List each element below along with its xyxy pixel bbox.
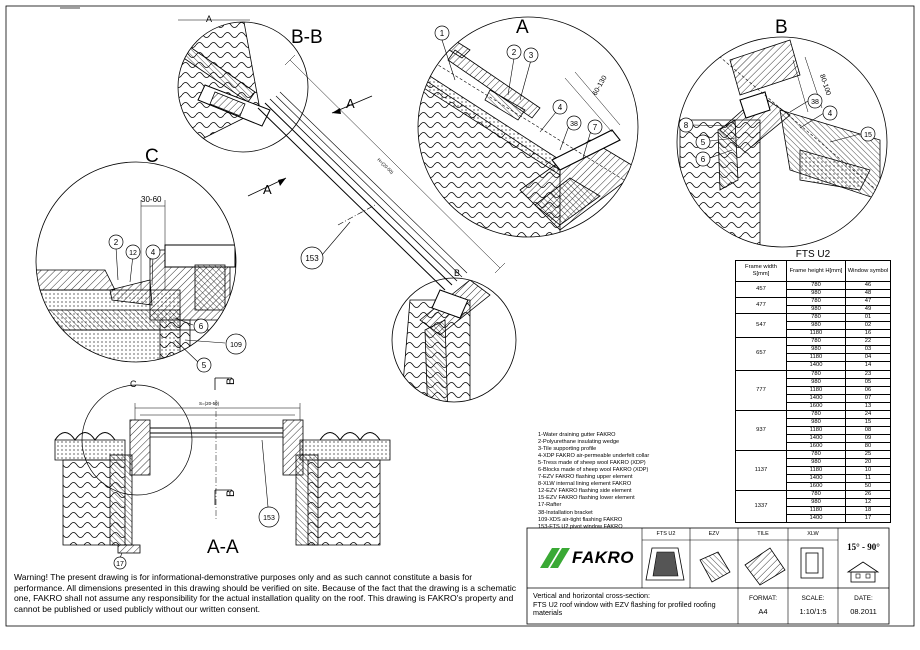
icon-label-tile: TILE [757, 531, 769, 537]
warning-text: Warning! The present drawing is for info… [14, 572, 517, 614]
section-aa-drawing [54, 377, 391, 559]
callout-b5: 5 [701, 138, 706, 147]
cut-c-marker: C [130, 379, 137, 389]
detail-a-drawing: 60-130 [417, 16, 639, 238]
icon-label-ezv: EZV [708, 531, 720, 537]
legend-item: 8-XLW internal lining element FAKRO [538, 481, 632, 488]
fakro-logo-mark [540, 548, 570, 568]
cell-frame-width: 547 [735, 313, 787, 339]
callouts-detail-a: 1 2 3 4 38 7 [434, 25, 603, 135]
callout-3: 3 [529, 51, 534, 60]
callout-7: 7 [593, 123, 598, 132]
section-bb-drawing: H=(20-50) [60, 7, 517, 403]
cut-a-top: A [346, 96, 355, 111]
table-header-row: Frame width S[mm] Frame height H[mm] Win… [735, 260, 891, 282]
legend-item: 12-EZV FAKRO flashing side element [538, 488, 632, 495]
title-aa: A-A [207, 537, 239, 558]
detail-b-marker: B [454, 268, 460, 278]
date-label: DATE: [854, 595, 873, 602]
callouts-section-aa: 153 17 [113, 506, 280, 570]
callouts-detail-b: 8 5 6 38 4 15 [678, 93, 876, 167]
title-c: C [145, 146, 159, 167]
date-value: 08.2011 [850, 607, 877, 616]
detail-c-drawing [35, 161, 237, 363]
callout-b6: 6 [701, 155, 706, 164]
legend-item: 109-XDS air-tight flashing FAKRO [538, 516, 623, 523]
callout-153-bb: 153 [305, 254, 319, 263]
legend-item: 153-FTS U2 pivot window FAKRO [538, 523, 623, 530]
legend-item: 38-Installation bracket [538, 509, 593, 516]
callout-c6: 6 [199, 322, 204, 331]
callouts-detail-c: 2 12 4 6 5 109 [108, 234, 247, 373]
drawing-description: Vertical and horizontal cross-section: F… [533, 591, 716, 618]
scale-value: 1:10/1:5 [799, 607, 827, 616]
detail-a-marker: A [206, 14, 212, 24]
page-border [5, 5, 915, 627]
callout-4: 4 [558, 103, 563, 112]
callout-38: 38 [570, 121, 578, 128]
lining-icon [800, 547, 824, 579]
format-value: A4 [758, 607, 768, 616]
icon-label-xlw: XLW [807, 531, 819, 537]
legend-item: 5-Tress made of sheep wool FAKRO (XDP) [538, 460, 646, 467]
scale-label: SCALE: [801, 595, 825, 602]
callout-b8: 8 [684, 121, 689, 130]
legend-item: 1-Water draining gutter FAKRO [538, 432, 616, 438]
legend-item: 3-Tile supporting profile [538, 446, 597, 453]
legend-item: 7-EZV FAKRO flashing upper element [538, 474, 633, 481]
legend-item: 15-EZV FAKRO flashing lower element [538, 495, 635, 502]
callout-b4: 4 [828, 109, 833, 118]
callout-c4: 4 [151, 248, 156, 257]
callout-1: 1 [440, 29, 445, 38]
window-size-table: Frame width S[mm] Frame height H[mm] Win… [735, 260, 891, 524]
fakro-logo-text: FAKRO [572, 548, 634, 567]
callout-153-aa: 153 [263, 515, 275, 522]
legend-item: 2-Polyurethane insulating wedge [538, 439, 620, 446]
callout-c109: 109 [230, 342, 242, 349]
callout-2: 2 [512, 48, 517, 57]
dim-30-60: 30-60 [141, 195, 162, 204]
tile-icon [744, 547, 786, 586]
cut-b-bottom: B [225, 490, 237, 497]
cut-b-top: B [225, 378, 237, 385]
icon-label-fts: FTS U2 [656, 531, 676, 537]
window-icon [645, 547, 685, 581]
format-label: FORMAT: [748, 595, 778, 602]
flashing-icon [699, 551, 731, 583]
legend-item: 4-XDP FAKRO air-permeable underfelt coll… [538, 453, 650, 460]
callout-17: 17 [116, 561, 124, 568]
title-bb: B-B [291, 27, 323, 48]
roof-angle-icon [846, 561, 880, 583]
cut-a-bottom: A [263, 182, 272, 197]
legend-item: 17-Rafter [538, 502, 562, 509]
legend-item: 6-Blocks made of sheep wool FAKRO (XDP) [538, 467, 649, 474]
cell-window-symbol: 17 [845, 514, 891, 524]
title-b: B [775, 17, 788, 38]
angle-range: 15° - 90° [847, 542, 880, 552]
callout-c5: 5 [202, 361, 207, 370]
title-a: A [516, 17, 529, 38]
callout-b15: 15 [864, 132, 872, 139]
callout-c2: 2 [114, 238, 119, 247]
dim-s: S=(20-50) [199, 401, 220, 406]
callout-b38: 38 [811, 99, 819, 106]
callout-c12: 12 [129, 250, 137, 257]
table-title: FTS U2 [795, 249, 831, 260]
